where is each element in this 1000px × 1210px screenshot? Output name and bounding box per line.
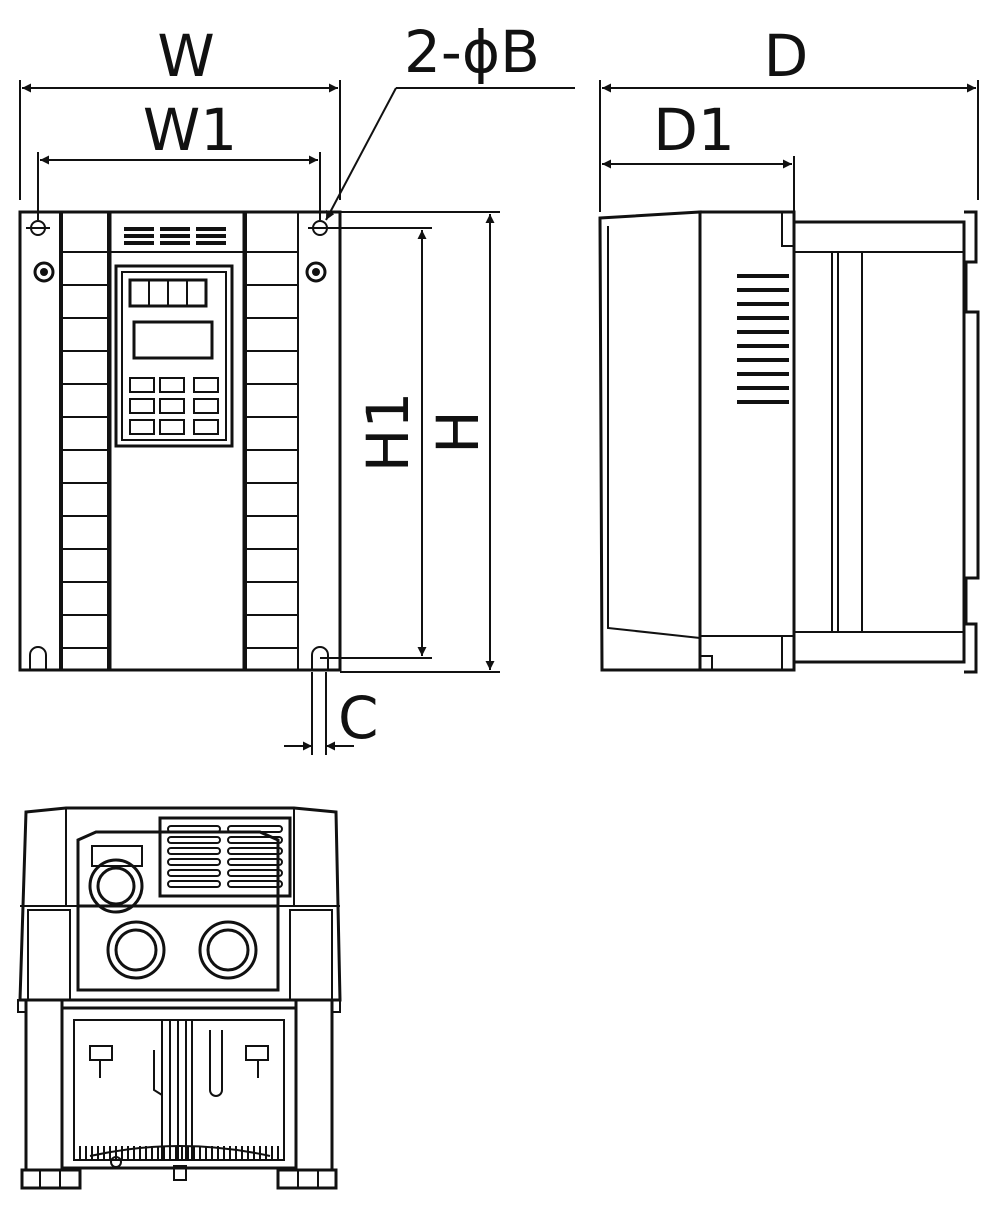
vent-slot	[737, 316, 789, 320]
vent-slot	[737, 288, 789, 292]
front-view	[18, 210, 342, 672]
label-d1: D1	[653, 96, 735, 164]
grille-slot	[227, 869, 283, 877]
grille-slot	[227, 836, 283, 844]
label-w1: W1	[143, 96, 237, 164]
dimension-w1: W1	[37, 96, 321, 220]
bottom-view	[17, 806, 342, 1190]
vent-slot	[737, 358, 789, 362]
mounting-holes	[26, 220, 332, 670]
dimension-d1: D1	[602, 96, 795, 212]
vent-slot	[737, 302, 789, 306]
vent-slot	[737, 274, 789, 278]
dimension-h: H	[340, 211, 500, 673]
grille-slot	[167, 858, 221, 866]
grille-slot	[167, 869, 221, 877]
label-h: H	[424, 410, 492, 454]
dimension-h1: H1	[320, 227, 432, 659]
dimension-hole: 2-ϕB	[325, 18, 575, 221]
bottom-vent-grille	[158, 816, 292, 898]
grille-slot	[167, 847, 221, 855]
grille-slot	[167, 825, 221, 833]
grille-slot	[167, 836, 221, 844]
grille-slot	[227, 847, 283, 855]
label-h1: H1	[354, 392, 422, 473]
vent-slot	[737, 400, 789, 404]
dimension-w: W	[19, 22, 341, 200]
keypad-panel	[114, 264, 234, 448]
vent-slot	[737, 386, 789, 390]
vent-slot	[737, 344, 789, 348]
label-d: D	[764, 22, 809, 90]
side-view	[598, 210, 980, 674]
label-c: C	[338, 684, 379, 752]
grille-slot	[167, 880, 221, 888]
grille-slot	[227, 858, 283, 866]
right-cooling-fins	[246, 251, 298, 649]
dimension-c: C	[284, 672, 379, 755]
left-cooling-fins	[62, 251, 108, 649]
vent-slot	[737, 330, 789, 334]
vent-slot	[737, 372, 789, 376]
label-hole: 2-ϕB	[404, 18, 540, 86]
side-vent-slots	[737, 274, 789, 404]
cable-knockouts	[88, 845, 258, 980]
dimension-d: D	[599, 22, 979, 212]
label-w: W	[157, 22, 214, 90]
grille-slot	[227, 880, 283, 888]
top-vent-slots	[124, 227, 226, 245]
grille-slot	[227, 825, 283, 833]
